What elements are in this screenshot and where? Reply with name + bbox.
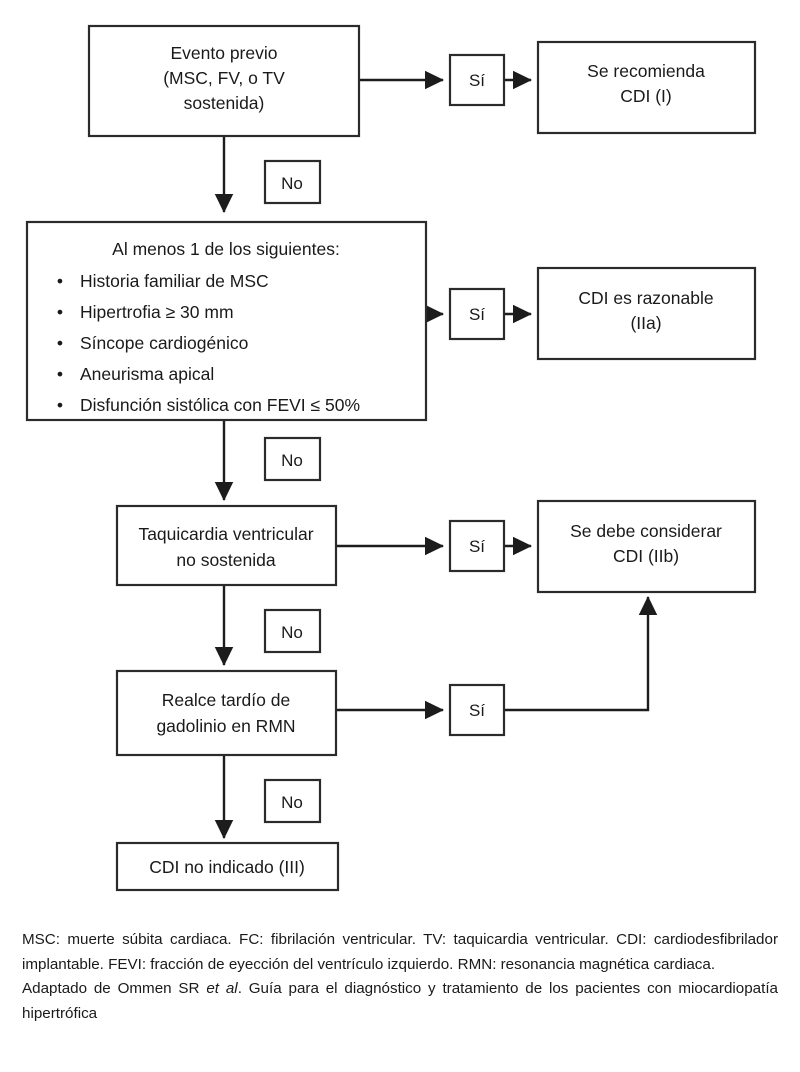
edge-label-no-3-text: No [281, 623, 303, 642]
bullet-item-3: Síncope cardiogénico [80, 333, 248, 353]
footnote-block: MSC: muerte súbita cardiaca. FC: fibrila… [22, 928, 778, 1026]
footnote-abbreviations: MSC: muerte súbita cardiaca. FC: fibrila… [22, 931, 778, 973]
edge-label-no-4[interactable]: No [263, 778, 322, 824]
outcome-3-line-1: Se debe considerar [570, 521, 722, 541]
outcome-3-line-2: CDI (IIb) [613, 546, 679, 566]
bullet-marker-5: • [57, 395, 63, 415]
bullet-marker-2: • [57, 302, 63, 322]
edge-label-yes-2-text: Sí [469, 305, 485, 324]
edge-label-yes-4-text: Sí [469, 701, 485, 720]
footnote-source-suffix: . Guía para el diagnóstico y tratamiento… [22, 980, 778, 1022]
outcome-se-debe-considerar-cdi-iib[interactable]: Se debe considerar CDI (IIb) [536, 499, 757, 594]
edge-label-yes-3[interactable]: Sí [448, 519, 506, 573]
footnote-source-prefix: Adaptado de Ommen SR [22, 980, 207, 997]
footnote-source: Adaptado de Ommen SR et al. Guía para el… [22, 977, 778, 1026]
outcome-se-recomienda-cdi-i[interactable]: Se recomienda CDI (I) [536, 40, 757, 135]
outcome-cdi-es-razonable-iia[interactable]: CDI es razonable (IIa) [536, 266, 757, 361]
bullet-item-2: Hipertrofia ≥ 30 mm [80, 302, 234, 322]
node-al-menos-1-heading: Al menos 1 de los siguientes: [112, 239, 340, 259]
node-al-menos-1[interactable]: Al menos 1 de los siguientes: • Historia… [25, 220, 428, 422]
edge-yes4-outcome3 [504, 596, 658, 712]
bullet-item-4: Aneurisma apical [80, 364, 214, 384]
edge-label-yes-1-text: Sí [469, 71, 485, 90]
footnote-source-italic: et al [206, 980, 238, 997]
edge-label-no-2[interactable]: No [263, 436, 322, 482]
node-taquicardia-ventricular[interactable]: Taquicardia ventricular no sostenida [115, 504, 338, 587]
node-5-line-1: CDI no indicado (III) [149, 857, 305, 877]
bullet-item-1: Historia familiar de MSC [80, 271, 269, 291]
edge-label-yes-1[interactable]: Sí [448, 53, 506, 107]
node-4-line-1: Realce tardío de [162, 690, 290, 710]
edge-label-no-3[interactable]: No [263, 608, 322, 654]
node-cdi-no-indicado[interactable]: CDI no indicado (III) [115, 841, 340, 892]
bullet-marker-1: • [57, 271, 63, 291]
edge-label-yes-4[interactable]: Sí [448, 683, 506, 737]
edge-label-yes-2[interactable]: Sí [448, 287, 506, 341]
node-3-line-1: Taquicardia ventricular [138, 524, 313, 544]
edge-label-yes-3-text: Sí [469, 537, 485, 556]
outcome-2-line-1: CDI es razonable [578, 288, 713, 308]
edge-label-no-4-text: No [281, 793, 303, 812]
outcome-1-line-2: CDI (I) [620, 86, 672, 106]
node-3-line-2: no sostenida [176, 550, 276, 570]
outcome-2-line-2: (IIa) [630, 313, 661, 333]
bullet-item-5: Disfunción sistólica con FEVI ≤ 50% [80, 395, 360, 415]
node-evento-previo[interactable]: Evento previo (MSC, FV, o TV sostenida) [87, 24, 361, 138]
edge-label-no-1[interactable]: No [263, 159, 322, 205]
node-evento-previo-line-1: Evento previo [170, 43, 277, 63]
edge-label-no-1-text: No [281, 174, 303, 193]
edge-label-no-2-text: No [281, 451, 303, 470]
flowchart-container: Evento previo (MSC, FV, o TV sostenida) … [25, 24, 757, 892]
bullet-marker-4: • [57, 364, 63, 384]
node-evento-previo-line-3: sostenida) [184, 93, 265, 113]
outcome-1-line-1: Se recomienda [587, 61, 705, 81]
bullet-marker-3: • [57, 333, 63, 353]
flowchart-svg: Evento previo (MSC, FV, o TV sostenida) … [25, 24, 757, 892]
node-realce-tardio-gadolinio[interactable]: Realce tardío de gadolinio en RMN [115, 669, 338, 757]
node-4-line-2: gadolinio en RMN [156, 716, 295, 736]
node-evento-previo-line-2: (MSC, FV, o TV [163, 68, 285, 88]
